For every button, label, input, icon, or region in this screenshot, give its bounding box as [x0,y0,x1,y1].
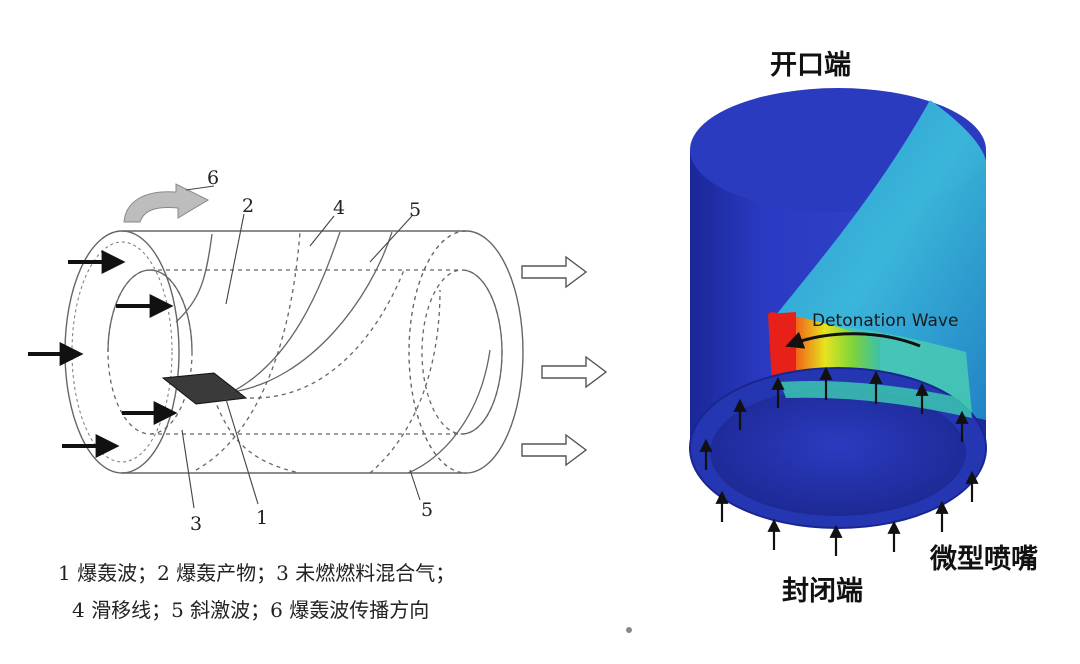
detonation-front [770,312,880,384]
inflow-arrows [28,250,178,458]
label-2: 2 [242,195,254,217]
detonation-wave-label: Detonation Wave [812,311,958,331]
detonation-wave-arrow-icon [785,331,921,349]
outflow-arrow-2 [541,355,608,389]
label-3: 3 [190,513,202,535]
closed-end-label: 封闭端 [782,576,863,607]
label-leaders [181,185,421,509]
label-1: 1 [256,507,268,529]
detonation-wave-plate [161,372,248,405]
helical-lines [175,231,491,474]
inner-cylinder [107,269,503,435]
injector-arrows [699,366,979,556]
label-4: 4 [333,197,345,219]
rotation-arrow-icon [123,183,210,223]
page-indicator-dot [626,627,632,633]
cylinder-bottom-inner [710,388,966,516]
outflow-arrows [521,255,608,467]
outflow-arrow-3 [521,433,588,467]
label-5-top: 5 [409,199,421,221]
detonation-front-core [768,312,796,386]
legend-line-2: 4 滑移线；5 斜激波；6 爆轰波传播方向 [72,598,429,622]
nozzle-label: 微型喷嘴 [929,544,1038,575]
rde-schematic: 6 2 4 5 3 1 5 1 爆轰波；2 爆轰产物；3 未燃燃料混合气； 4 … [28,167,608,622]
outflow-arrow-1 [521,255,588,289]
legend-line-1: 1 爆轰波；2 爆轰产物；3 未燃燃料混合气； [58,561,455,585]
open-end-label: 开口端 [770,50,851,81]
label-5-bottom: 5 [421,499,433,521]
inlet-ring [71,241,173,463]
label-6: 6 [207,167,219,189]
simulation-render: 开口端 Detonation Wave [689,50,1038,607]
